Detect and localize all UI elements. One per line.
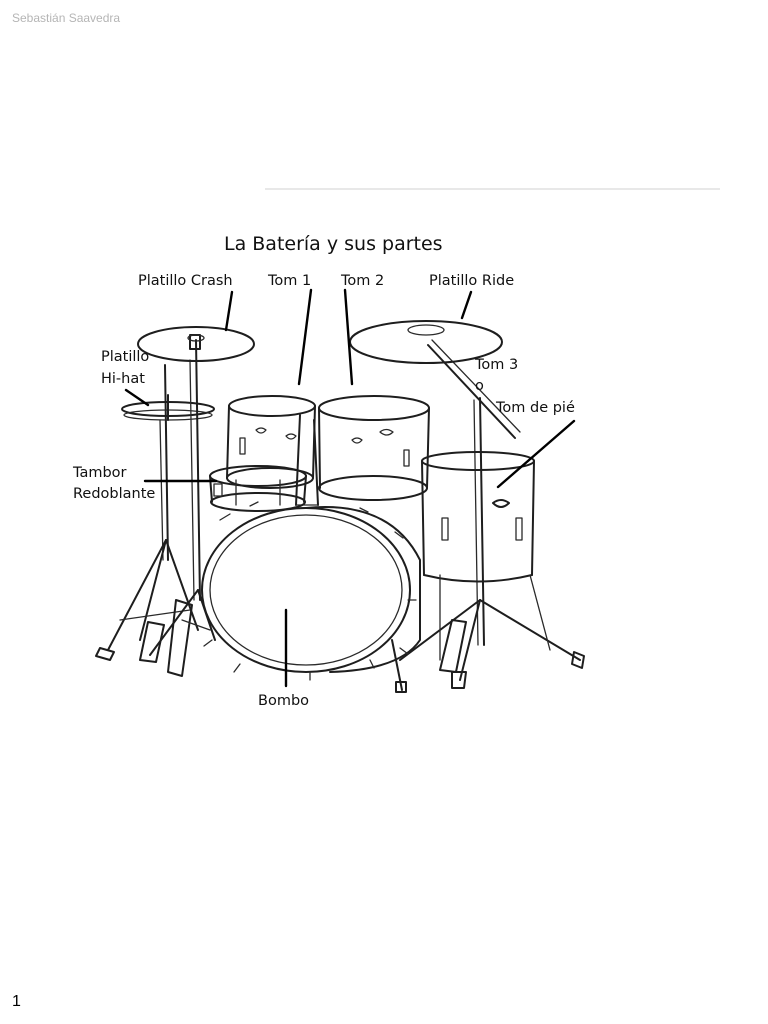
author-name: Sebastián Saavedra bbox=[12, 11, 121, 25]
tom2-leader bbox=[343, 288, 354, 386]
label-tom-3-or: o bbox=[475, 378, 484, 394]
hihat-stand bbox=[95, 364, 199, 661]
tom1-leader bbox=[297, 288, 313, 386]
label-hihat-line2: Hi-hat bbox=[101, 371, 145, 387]
ride-pedal bbox=[439, 619, 467, 673]
label-tom-3: Tom 3 bbox=[474, 357, 518, 373]
page-number: 1 bbox=[12, 993, 21, 1010]
hihat-leader bbox=[124, 388, 150, 407]
hihat-pedal bbox=[139, 621, 165, 663]
crash-cymbal bbox=[137, 326, 255, 362]
label-snare-line2: Redoblante bbox=[73, 486, 155, 502]
diagram-title: La Batería y sus partes bbox=[224, 233, 443, 255]
bass-drum bbox=[201, 501, 421, 693]
leader-lines bbox=[124, 288, 576, 688]
tom-mount bbox=[295, 414, 319, 506]
hihat-cymbals bbox=[121, 394, 215, 421]
label-ride: Platillo Ride bbox=[429, 273, 514, 289]
label-tom-2: Tom 2 bbox=[340, 273, 384, 289]
label-floor-tom: Tom de pié bbox=[495, 400, 575, 416]
floor-tom-leader bbox=[496, 419, 576, 489]
label-tom-1: Tom 1 bbox=[267, 273, 311, 289]
crash-leader bbox=[224, 290, 234, 332]
snare-drum bbox=[209, 465, 307, 512]
tom-1 bbox=[226, 395, 316, 489]
label-hihat-line1: Platillo bbox=[101, 349, 149, 365]
drum-kit-illustration bbox=[95, 320, 585, 693]
floor-tom bbox=[421, 451, 551, 661]
bass-pedal bbox=[167, 599, 211, 677]
label-crash: Platillo Crash bbox=[138, 273, 233, 289]
tom-2 bbox=[318, 395, 430, 501]
label-snare-line1: Tambor bbox=[72, 465, 127, 481]
ride-stand bbox=[399, 339, 585, 689]
ride-leader bbox=[460, 290, 473, 320]
label-bass-drum: Bombo bbox=[258, 693, 309, 709]
part-labels: Platillo Crash Tom 1 Tom 2 Platillo Ride… bbox=[72, 273, 575, 709]
